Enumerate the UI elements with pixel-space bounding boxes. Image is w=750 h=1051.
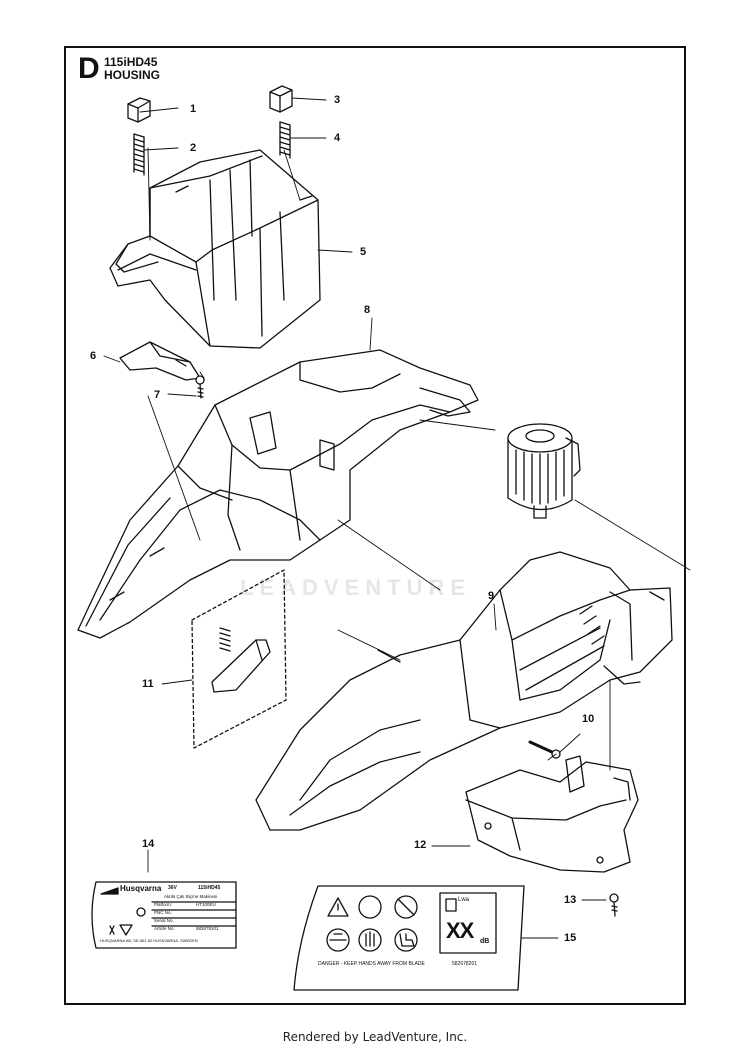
- warning-caption: DANGER - KEEP HANDS AWAY FROM BLADE: [318, 961, 425, 967]
- part-10-screw[interactable]: [528, 740, 561, 759]
- part-12-bottom-plate[interactable]: [465, 755, 639, 873]
- no-entry-icon: [394, 895, 418, 919]
- title-block: 115iHD45 HOUSING: [104, 56, 160, 82]
- part-13-screw[interactable]: [609, 893, 619, 917]
- diagram-frame: [64, 46, 686, 1005]
- callout-5: 5: [360, 246, 367, 258]
- rating-subtitle: Akülü Çalı Biçme Makinesi: [164, 894, 218, 899]
- rating-brand: Husqvarna: [120, 884, 162, 893]
- callout-2: 2: [190, 142, 197, 154]
- gloves-icon: [358, 928, 382, 952]
- section-letter: D: [78, 52, 100, 85]
- callout-11: 11: [142, 678, 154, 690]
- noise-code: XX: [446, 918, 474, 943]
- rating-row-key: PNC No.: [154, 910, 172, 915]
- read-manual-icon: [358, 895, 382, 919]
- rating-voltage: 36V: [168, 885, 177, 891]
- warning-triangle-icon: [327, 897, 349, 917]
- part-9-lower-housing[interactable]: [255, 551, 673, 831]
- footer-credit: Rendered by LeadVenture, Inc.: [282, 1030, 468, 1044]
- rating-row-value: HT100EU: [196, 902, 216, 907]
- noise-unit-top: Lwa: [458, 897, 470, 903]
- part-4-spring[interactable]: [279, 121, 291, 159]
- part-6-cover[interactable]: [119, 341, 201, 381]
- callout-1: 1: [190, 103, 197, 115]
- rating-model: 115iHD45: [198, 885, 221, 891]
- callout-4: 4: [334, 132, 341, 144]
- part-2-spring[interactable]: [133, 133, 145, 176]
- callout-15: 15: [564, 932, 577, 944]
- callout-14: 14: [142, 838, 155, 850]
- noise-label-box: [439, 892, 497, 954]
- part-11-trigger-detail[interactable]: [191, 569, 287, 749]
- callout-7: 7: [154, 389, 161, 401]
- part-1-knob[interactable]: [127, 97, 151, 123]
- rating-row-key: Serial No.: [154, 918, 174, 923]
- callout-12: 12: [414, 839, 427, 851]
- part-14-rating-plate[interactable]: [91, 881, 237, 949]
- decal-part-number: 582678201: [452, 961, 478, 967]
- section-title: HOUSING: [104, 68, 161, 82]
- callout-6: 6: [90, 350, 97, 362]
- rating-row-key: Platform:: [154, 902, 173, 907]
- callout-13: 13: [564, 894, 577, 906]
- part-3-knob[interactable]: [269, 85, 293, 113]
- noise-unit-bottom: dB: [480, 938, 490, 945]
- callout-9: 9: [488, 590, 495, 602]
- motor[interactable]: [507, 423, 581, 519]
- noise-shield-icon: [445, 898, 457, 912]
- rating-row-key: Article No.: [154, 926, 175, 931]
- part-7-screw[interactable]: [195, 375, 205, 399]
- part-15-warning-decal[interactable]: [293, 885, 525, 991]
- boots-icon: [394, 928, 418, 952]
- leader-lines: [103, 97, 691, 939]
- callout-10: 10: [582, 713, 595, 725]
- rating-row-value: 582678101: [196, 926, 219, 931]
- eye-ear-protection-icon: [326, 928, 350, 952]
- part-5-battery-compartment[interactable]: [109, 149, 321, 349]
- model-name: 115iHD45: [104, 55, 158, 69]
- rating-address: HUSQVARNA AB, SE-561 82 HUSKVARNA, SWEDE…: [100, 938, 198, 943]
- watermark-text: LEADVENTURE: [240, 575, 472, 600]
- callout-8: 8: [364, 304, 371, 316]
- callout-3: 3: [334, 94, 341, 106]
- part-8-upper-housing[interactable]: [77, 349, 479, 639]
